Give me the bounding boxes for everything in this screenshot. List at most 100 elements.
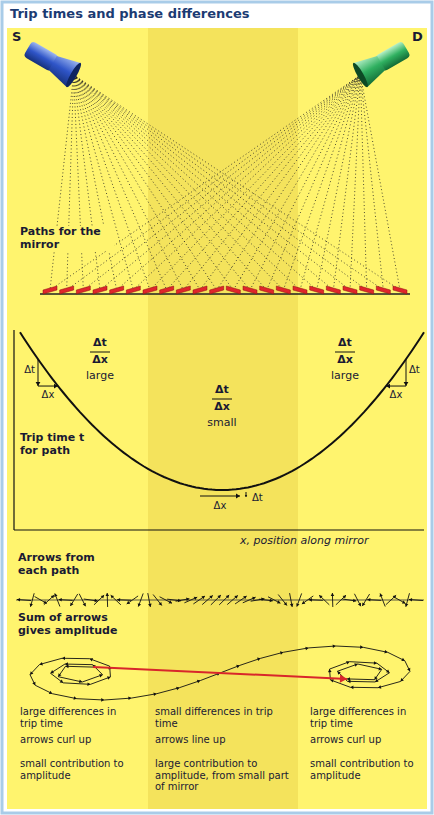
arrowhead bbox=[343, 595, 346, 598]
arrowhead bbox=[194, 597, 197, 600]
arrowhead bbox=[337, 671, 340, 674]
note: large differences in trip time bbox=[310, 706, 422, 729]
ray-path bbox=[74, 75, 400, 290]
mirror-tile bbox=[226, 286, 240, 294]
sum-arrow bbox=[350, 662, 377, 663]
phase-arrow bbox=[153, 595, 162, 606]
ray-path bbox=[360, 75, 400, 290]
arrowhead bbox=[65, 662, 68, 666]
row-label: Trip time t for path bbox=[20, 432, 92, 457]
axis-label: x, position along mirror bbox=[240, 535, 369, 548]
sum-arrow bbox=[157, 688, 180, 694]
delta-x-marker bbox=[200, 496, 240, 497]
row-label: Paths for the mirror bbox=[18, 226, 114, 251]
sum-arrow bbox=[65, 664, 93, 666]
note: arrows curl up bbox=[310, 734, 422, 746]
arrowhead bbox=[328, 669, 332, 672]
ray-path bbox=[183, 75, 360, 290]
sum-arrow bbox=[62, 658, 90, 659]
arrowhead bbox=[54, 593, 57, 596]
resultant-arrow bbox=[93, 667, 347, 679]
sum-arrow bbox=[283, 648, 308, 652]
ray-path bbox=[50, 75, 74, 290]
arrowhead bbox=[245, 495, 247, 497]
sum-arrow bbox=[337, 664, 357, 671]
ray-paths bbox=[50, 75, 400, 290]
sum-arrow bbox=[51, 664, 65, 673]
arrowhead bbox=[70, 602, 73, 605]
phase-arrow bbox=[138, 593, 143, 606]
arrowhead bbox=[375, 676, 378, 679]
phase-arrow bbox=[393, 597, 405, 604]
sum-arrow bbox=[309, 646, 336, 648]
note: arrows line up bbox=[155, 734, 293, 746]
note: arrows curl up bbox=[20, 734, 132, 746]
arrowhead bbox=[330, 679, 333, 682]
slope-label: small bbox=[207, 417, 236, 430]
arrowhead bbox=[138, 603, 141, 606]
mirror-tile bbox=[193, 286, 207, 294]
delta-t-marker bbox=[246, 492, 247, 497]
arrowhead bbox=[30, 603, 33, 606]
sum-arrow bbox=[388, 652, 405, 660]
arrowhead bbox=[407, 668, 410, 671]
phase-arrows bbox=[17, 593, 423, 607]
ray-path bbox=[74, 75, 250, 290]
arrowhead bbox=[73, 696, 76, 700]
ray-path bbox=[74, 75, 150, 290]
sum-arrow bbox=[131, 694, 156, 698]
sum-arrow bbox=[90, 677, 110, 684]
arrowhead bbox=[405, 603, 408, 606]
arrowhead bbox=[17, 598, 20, 602]
mirror-tile bbox=[176, 286, 190, 294]
delta-label: Δx bbox=[390, 389, 403, 401]
arrowhead bbox=[62, 657, 65, 661]
phase-arrow bbox=[386, 595, 396, 604]
sum-arrow bbox=[51, 673, 64, 683]
arrowhead bbox=[333, 644, 336, 648]
ray-path bbox=[74, 75, 284, 290]
fraction-numerator: Δt bbox=[215, 384, 229, 397]
arrowhead bbox=[346, 661, 349, 664]
arrowhead bbox=[350, 686, 353, 690]
ray-path bbox=[360, 75, 366, 290]
note: large contribution to amplitude, from sm… bbox=[155, 758, 293, 793]
arrowhead bbox=[404, 382, 409, 386]
arrowhead bbox=[290, 604, 294, 607]
arrowhead bbox=[101, 595, 104, 598]
arrowhead bbox=[409, 598, 412, 602]
slope-label: large bbox=[331, 370, 359, 383]
phase-arrow bbox=[336, 595, 346, 605]
sum-arrow bbox=[405, 661, 410, 672]
arrowhead bbox=[280, 651, 283, 654]
arrowhead bbox=[60, 680, 63, 683]
arrowhead bbox=[375, 679, 378, 682]
fraction-denominator: Δx bbox=[214, 401, 230, 414]
mirror-tile bbox=[160, 286, 174, 294]
note: small differences in trip time bbox=[155, 706, 293, 729]
phase-arrow bbox=[297, 593, 302, 606]
arrowhead bbox=[51, 595, 54, 598]
sum-arrow bbox=[77, 699, 104, 700]
row-label: Arrows from each path bbox=[18, 552, 118, 577]
sum-arrow bbox=[35, 685, 52, 693]
ray-path bbox=[317, 75, 361, 290]
title: Trip times and phase differences bbox=[10, 7, 250, 22]
delta-label: Δt bbox=[24, 364, 35, 376]
arrowhead bbox=[401, 658, 404, 661]
phase-arrow bbox=[380, 593, 385, 606]
mirror-tile bbox=[43, 286, 57, 294]
ray-path bbox=[74, 75, 350, 290]
arrowhead bbox=[153, 692, 156, 696]
arrowhead bbox=[354, 663, 357, 666]
arrowhead bbox=[176, 687, 179, 690]
arrowhead bbox=[168, 600, 171, 603]
sum-arrow bbox=[363, 647, 387, 652]
arrowhead bbox=[30, 671, 33, 674]
sum-arrow bbox=[350, 687, 378, 688]
arrowhead bbox=[79, 680, 82, 684]
arrowhead bbox=[197, 680, 200, 683]
phase-arrow bbox=[70, 594, 77, 606]
arrowhead bbox=[331, 593, 335, 596]
fraction-bar bbox=[335, 352, 355, 353]
